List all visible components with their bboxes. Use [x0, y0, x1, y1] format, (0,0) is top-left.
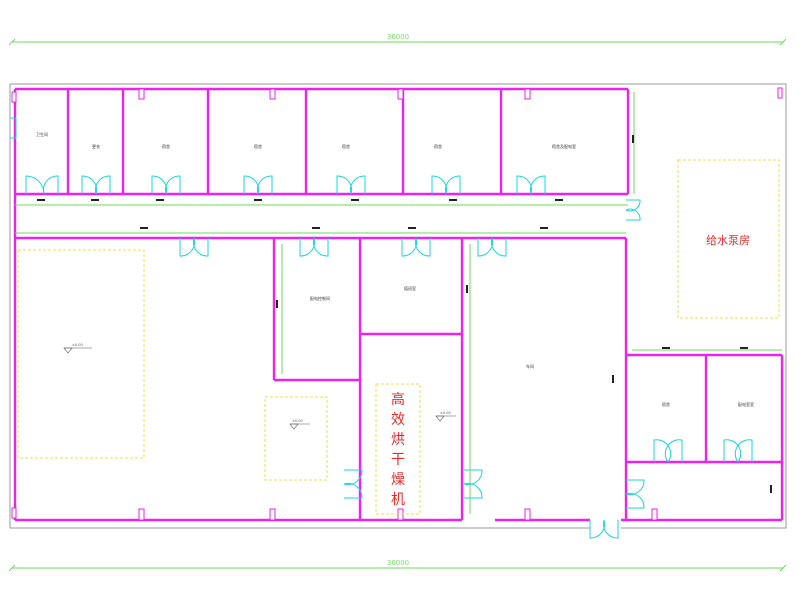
bottom-dimension: 36000 — [8, 559, 787, 572]
corridor-ticks — [37, 135, 772, 493]
corridor-lines — [15, 92, 782, 514]
room-label-2: 更衣 — [92, 143, 100, 149]
dryer-char-4: 干 — [391, 452, 405, 468]
level-left: ±0.00 — [72, 343, 83, 347]
room-label-right2: 配电室室 — [738, 401, 754, 407]
dryer-char-1: 高 — [391, 391, 405, 408]
building-outline — [9, 83, 787, 529]
level-center: ±0.00 — [292, 419, 303, 423]
level-right: ±0.00 — [440, 411, 451, 415]
zone-right-label: 给水泵房 — [706, 234, 750, 247]
zone-right — [677, 159, 780, 319]
dryer-char-2: 效 — [391, 412, 405, 428]
top-dimension-label: 36000 — [387, 33, 409, 41]
room-label-right1: 宿舍 — [662, 401, 670, 407]
room-label-5: 宿舍 — [342, 143, 350, 149]
bottom-dimension-label: 36000 — [387, 559, 409, 567]
room-label-mid2: 值班室 — [404, 285, 416, 291]
room-label-1: 卫生间 — [36, 131, 48, 137]
zones — [17, 159, 780, 515]
doors — [10, 117, 753, 539]
zone-center-small — [264, 396, 328, 481]
dryer-char-5: 燥 — [391, 472, 405, 488]
top-dimension: 36000 — [8, 33, 787, 46]
level-markers — [63, 347, 456, 430]
room-label-mid1: 配电控制间 — [310, 295, 330, 301]
room-label-4: 宿舍 — [254, 143, 262, 149]
zone-left — [17, 249, 145, 459]
room-label-3: 宿舍 — [162, 143, 170, 149]
dryer-label: 高 效 烘 干 燥 机 — [391, 391, 405, 508]
room-label-6: 宿舍 — [434, 143, 442, 149]
room-label-workshop: 车间 — [526, 363, 534, 369]
room-label-7: 宿舍及配电室 — [552, 143, 576, 149]
zone-dryer — [375, 383, 421, 515]
column-markers — [11, 87, 783, 521]
dryer-char-3: 烘 — [391, 432, 405, 448]
dryer-char-6: 机 — [391, 492, 405, 508]
